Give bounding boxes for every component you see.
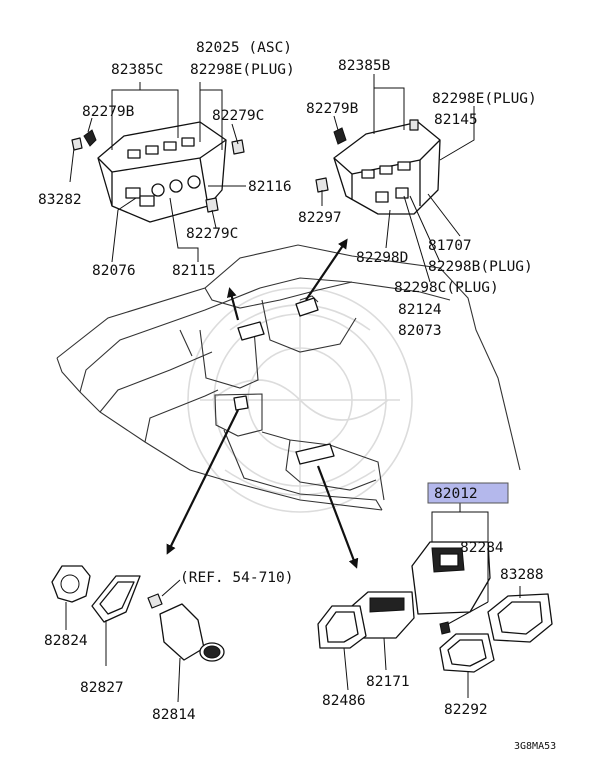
- label-82279c-bottom: 82279C: [186, 226, 238, 242]
- instrument-panel-outline: [56, 244, 521, 511]
- footer-code: 3G8MA53: [514, 741, 556, 752]
- label-82298b: 82298B(PLUG): [428, 259, 533, 275]
- label-82025: 82025 (ASC): [196, 40, 292, 56]
- label-82279c-top: 82279C: [212, 108, 264, 124]
- label-82298e-right: 82298E(PLUG): [432, 91, 537, 107]
- screws-right: [315, 127, 347, 193]
- label-82292: 82292: [444, 702, 488, 718]
- label-82814: 82814: [152, 707, 196, 723]
- label-82827: 82827: [80, 680, 124, 696]
- label-82284: 82284: [460, 540, 504, 556]
- label-82486: 82486: [322, 693, 366, 709]
- label-82171: 82171: [366, 674, 410, 690]
- watermark-emblem: [187, 287, 413, 513]
- console-switch-parts: [317, 541, 553, 673]
- pointer-arrows: [166, 238, 359, 569]
- socket-parts: [51, 565, 225, 662]
- label-82012: 82012: [434, 486, 478, 502]
- label-82073: 82073: [398, 323, 442, 339]
- label-82116: 82116: [248, 179, 292, 195]
- label-81707: 81707: [428, 238, 472, 254]
- highlight-box: [427, 482, 509, 504]
- label-83282: 83282: [38, 192, 82, 208]
- part-labels: 82025 (ASC) 82385C 82298E(PLUG) 82279B 8…: [38, 40, 556, 752]
- label-82124: 82124: [398, 302, 442, 318]
- label-82279b-right: 82279B: [306, 101, 359, 117]
- label-82298d: 82298D: [356, 250, 408, 266]
- label-82298c: 82298C(PLUG): [394, 280, 499, 296]
- label-83288: 83288: [500, 567, 544, 583]
- label-82298e-left: 82298E(PLUG): [190, 62, 295, 78]
- switch-panel-82025: [97, 121, 227, 223]
- screws-left: [71, 129, 245, 213]
- label-82145: 82145: [434, 112, 478, 128]
- leader-lines: [65, 74, 521, 703]
- label-82076: 82076: [92, 263, 136, 279]
- label-82115: 82115: [172, 263, 216, 279]
- label-82385b: 82385B: [338, 58, 391, 74]
- label-82824: 82824: [44, 633, 88, 649]
- label-82279b-left: 82279B: [82, 104, 135, 120]
- label-ref-54-710: (REF. 54-710): [180, 570, 294, 586]
- label-82297: 82297: [298, 210, 342, 226]
- label-82385c: 82385C: [111, 62, 163, 78]
- switch-panel-82385b: [333, 119, 441, 215]
